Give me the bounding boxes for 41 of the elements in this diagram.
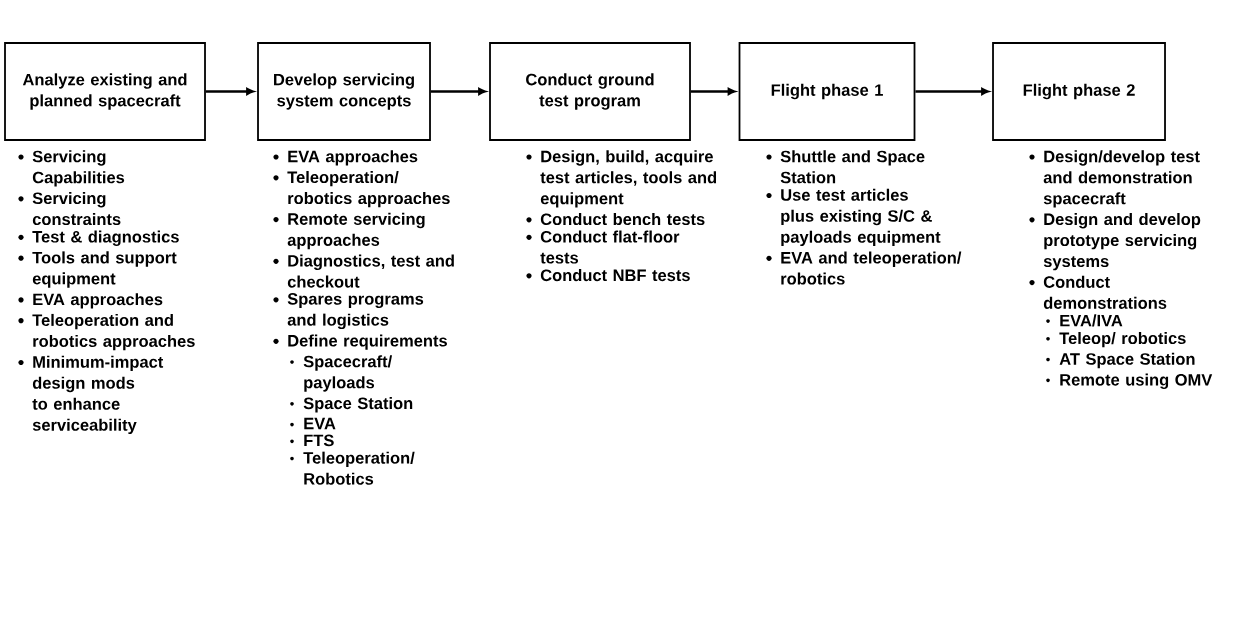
bullet-item: Diagnostics, test and checkout	[273, 254, 454, 288]
bullet-item: Spacecraft/ payloads	[290, 355, 392, 392]
bullet-item: Design/develop test and demonstration spacecraft	[1029, 150, 1200, 208]
bullet-item: Test & diagnostics	[18, 230, 179, 246]
bullet-item: Shuttle and Space Station	[766, 150, 925, 184]
bullet-item: FTS	[290, 434, 334, 447]
bullet-item: Design and develop prototype servicing systems	[1029, 213, 1201, 271]
bullet-item: Spares programs and logistics	[273, 293, 424, 330]
bullet-item: Remote using OMV	[1046, 373, 1213, 389]
process-box: Conduct ground test program	[489, 42, 691, 141]
bullet-item: Teleoperation/ robotics approaches	[273, 171, 450, 208]
bullet-item: Tools and support equipment	[18, 251, 177, 288]
bullet-item: EVA and teleoperation/ robotics	[766, 251, 962, 285]
bullet-item: Conduct demonstrations	[1029, 275, 1167, 309]
arrow	[430, 87, 487, 96]
bullet-item: EVA approaches	[18, 293, 163, 309]
bullet-item: EVA approaches	[273, 150, 418, 166]
bullet-item: EVA/IVA	[1046, 314, 1123, 327]
process-box: Flight phase 1	[738, 42, 916, 141]
bullet-item: Conduct flat-floor tests	[526, 230, 680, 264]
bullet-item: Use test articles plus existing S/C & payloads equipment	[766, 188, 941, 247]
bullet-item: Servicing Capabilities	[18, 150, 125, 187]
arrow	[690, 87, 736, 96]
bullet-item: Design, build, acquire test articles, tools and equipment	[526, 150, 717, 208]
bullet-item: Define requirements	[273, 334, 447, 350]
arrow	[915, 87, 990, 96]
bullet-item: EVA	[290, 417, 336, 430]
process-box: Develop servicing system concepts	[257, 42, 431, 141]
bullet-item: Teleoperation and robotics approaches	[18, 313, 195, 351]
bullet-item: Minimum-impact design mods to enhance serviceability	[18, 355, 164, 435]
bullet-item: Conduct bench tests	[526, 213, 705, 226]
process-box: Flight phase 2	[992, 42, 1166, 141]
bullet-item: Remote servicing approaches	[273, 212, 425, 250]
bullet-item: Conduct NBF tests	[526, 269, 690, 282]
bullet-item: Teleoperation/ Robotics	[290, 451, 415, 485]
process-box: Analyze existing and planned spacecraft	[4, 42, 206, 141]
bullet-item: Servicing constraints	[18, 192, 121, 226]
bullet-item: AT Space Station	[1046, 352, 1195, 369]
bullet-item: Space Station	[290, 397, 413, 413]
bullet-item: Teleop/ robotics	[1046, 332, 1186, 348]
arrow	[205, 87, 255, 96]
